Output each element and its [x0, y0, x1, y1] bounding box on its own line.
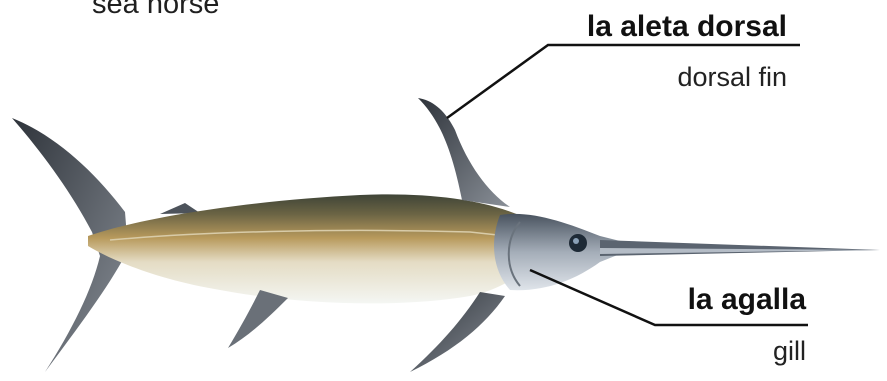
fish-body [88, 194, 560, 303]
label-term-dorsal-fin: la aleta dorsal [587, 10, 787, 44]
label-gloss-gill: gill [773, 336, 806, 367]
sword-bill [600, 240, 880, 256]
anal-fin [228, 290, 288, 348]
label-gloss-dorsal-fin: dorsal fin [677, 62, 787, 93]
dorsal-fin [418, 98, 510, 207]
pectoral-fin [410, 292, 505, 372]
label-term-gill: la agalla [688, 283, 806, 317]
